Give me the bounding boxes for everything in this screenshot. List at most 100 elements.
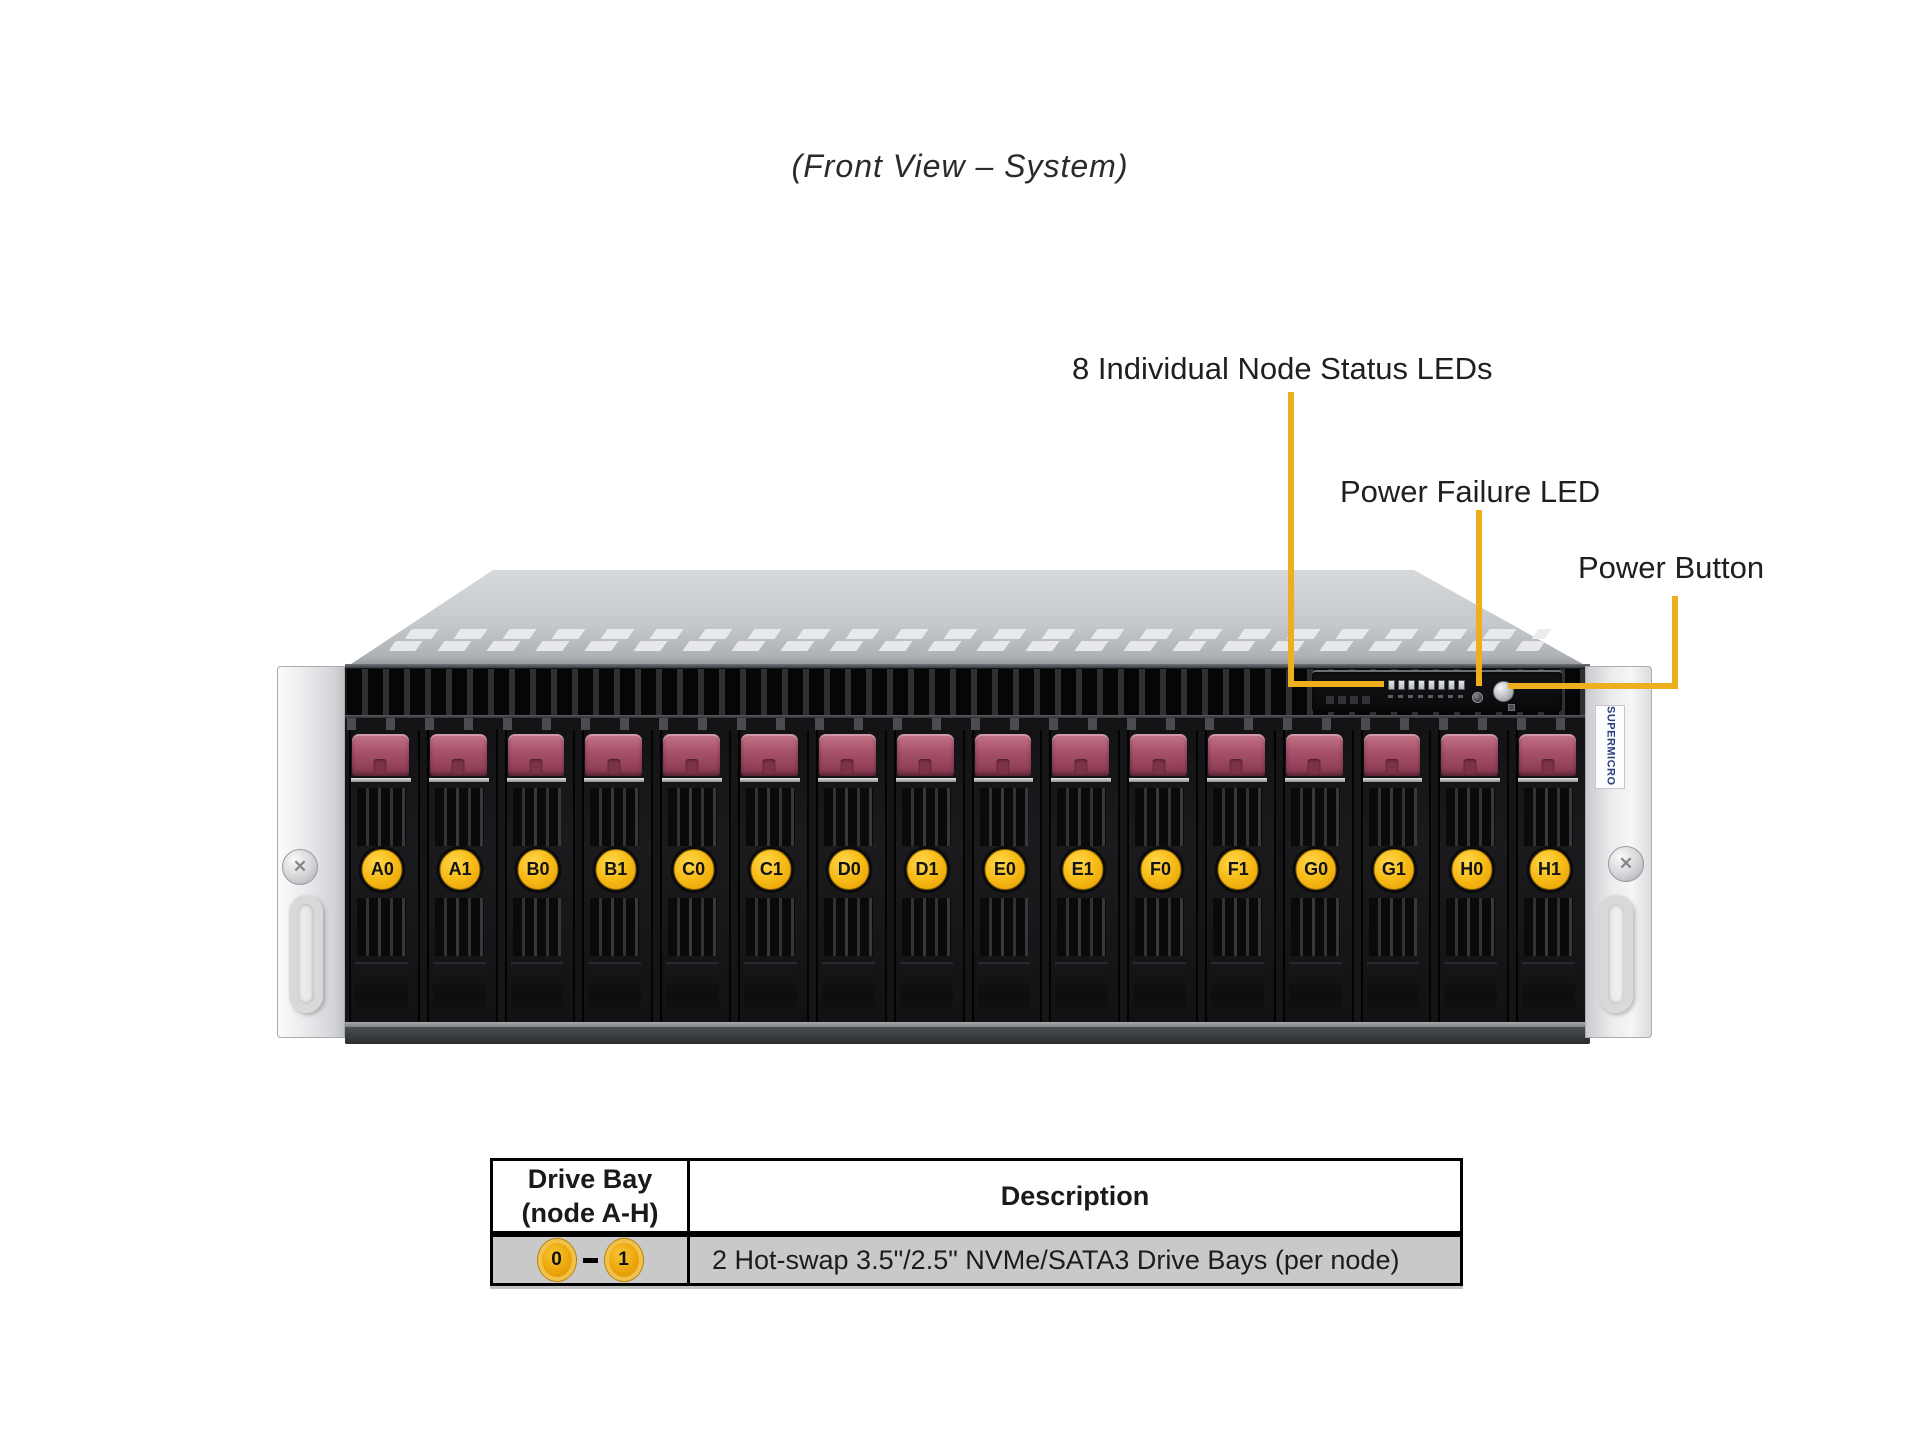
tray-vents-upper (668, 788, 718, 846)
supermicro-logo-text: SUPERMICRO (1604, 705, 1617, 786)
tray-latch (1052, 734, 1110, 776)
bay-label-A1: A1 (439, 849, 481, 890)
tray-vents-upper (1368, 788, 1418, 846)
tray-vents-lower (1446, 898, 1496, 956)
header-description: Description (1000, 1180, 1150, 1211)
drive-tray-G1: G1 (1360, 730, 1432, 1022)
tray-vents-upper (1057, 788, 1107, 846)
description-cell: 2 Hot-swap 3.5"/2.5" NVMe/SATA3 Drive Ba… (712, 1244, 1400, 1275)
tray-vents-lower (1057, 898, 1107, 956)
led-label-mark (1388, 695, 1393, 698)
bay-label-E0: E0 (984, 849, 1026, 890)
tray-lower-zone (588, 962, 642, 1016)
tray-latch (896, 734, 954, 776)
tray-latch (1363, 734, 1421, 776)
tray-release-bar (895, 778, 956, 782)
tray-release-bar (1206, 778, 1267, 782)
tray-vents-upper (1446, 788, 1496, 846)
control-panel (1312, 670, 1562, 712)
tray-vents-upper (434, 788, 484, 846)
tray-release-bar (1440, 778, 1501, 782)
tray-vents-upper (901, 788, 951, 846)
drive-tray-C0: C0 (660, 730, 732, 1022)
bay-label-G1: G1 (1373, 849, 1415, 890)
node-status-led-2 (1408, 680, 1415, 690)
tray-release-bar (351, 778, 411, 782)
bay-label-C0: C0 (673, 849, 715, 890)
bay-label-D0: D0 (828, 849, 870, 890)
control-panel-vents (1326, 696, 1372, 704)
node-status-leds (1388, 680, 1465, 690)
callout-line-power-failure (1476, 510, 1482, 686)
front-top-edge (345, 664, 1590, 668)
drive-tray-D0: D0 (815, 730, 887, 1022)
header-drive-bay-line1: Drive Bay (527, 1164, 653, 1194)
chassis-top-surface (345, 570, 1590, 668)
node-status-led-4 (1428, 680, 1435, 690)
tray-lower-zone (899, 962, 953, 1016)
left-rack-ear: ✕ (277, 666, 345, 1038)
top-vent-slots-row2 (388, 641, 1546, 651)
tray-vents-lower (1135, 898, 1184, 956)
tray-vents-upper (590, 788, 640, 846)
tray-lower-zone (1055, 962, 1109, 1016)
drive-tray-F1: F1 (1204, 730, 1276, 1022)
led-label-mark (1418, 695, 1423, 698)
node-status-led-6 (1448, 680, 1455, 690)
spec-table-data-row: 0 1 2 Hot-swap 3.5"/2.5" NVMe/SATA3 Driv… (493, 1237, 1460, 1283)
tray-vents-upper (979, 788, 1029, 846)
tray-vents-lower (1212, 898, 1262, 956)
tray-lower-zone (510, 962, 564, 1016)
tray-vents-lower (1290, 898, 1340, 956)
tray-clip-strip (347, 718, 1588, 730)
drive-tray-G0: G0 (1282, 730, 1354, 1022)
callout-line-node-status-vertical (1288, 392, 1294, 684)
tray-lower-zone (1366, 962, 1420, 1016)
node-status-led-1 (1398, 680, 1405, 690)
tray-latch (352, 734, 409, 776)
drive-tray-F0: F0 (1127, 730, 1198, 1022)
left-ear-handle (289, 895, 323, 1013)
led-label-mark (1428, 695, 1433, 698)
tray-release-bar (817, 778, 878, 782)
bay-label-C1: C1 (750, 849, 792, 890)
bay-label-A0: A0 (361, 849, 403, 890)
tray-lower-zone (977, 962, 1031, 1016)
tray-vents-upper (357, 788, 406, 846)
bay-label-F1: F1 (1217, 849, 1259, 890)
tray-release-bar (1129, 778, 1189, 782)
bay-label-B1: B1 (595, 849, 637, 890)
node-status-led-labels (1388, 695, 1463, 698)
drive-tray-H0: H0 (1438, 730, 1510, 1022)
drive-tray-A0: A0 (349, 730, 420, 1022)
node-status-led-5 (1438, 680, 1445, 690)
tray-vents-lower (746, 898, 795, 956)
power-failure-led-icon (1472, 692, 1483, 703)
screw-icon-left: ✕ (282, 849, 318, 885)
bay-label-B0: B0 (517, 849, 559, 890)
spec-table-header-row: Drive Bay (node A-H) Description (493, 1161, 1460, 1237)
tray-lower-zone (744, 962, 797, 1016)
node-status-led-0 (1388, 680, 1395, 690)
led-label-mark (1438, 695, 1443, 698)
drive-tray-H1: H1 (1516, 730, 1587, 1022)
drive-tray-E0: E0 (971, 730, 1043, 1022)
node-status-led-7 (1458, 680, 1465, 690)
tray-latch (507, 734, 565, 776)
tray-release-bar (1051, 778, 1112, 782)
brand-label: SUPERMICRO (1595, 705, 1625, 789)
tray-release-bar (1362, 778, 1423, 782)
tray-latch (663, 734, 721, 776)
tray-lower-zone (1210, 962, 1264, 1016)
tray-vents-lower (434, 898, 484, 956)
tray-vents-upper (1212, 788, 1262, 846)
reset-led-icon (1508, 704, 1515, 711)
tray-latch (429, 734, 487, 776)
bay-label-H0: H0 (1451, 849, 1493, 890)
led-label-mark (1398, 695, 1403, 698)
callout-line-power-button-vertical (1672, 596, 1678, 689)
led-label-mark (1408, 695, 1413, 698)
node-status-led-3 (1418, 680, 1425, 690)
